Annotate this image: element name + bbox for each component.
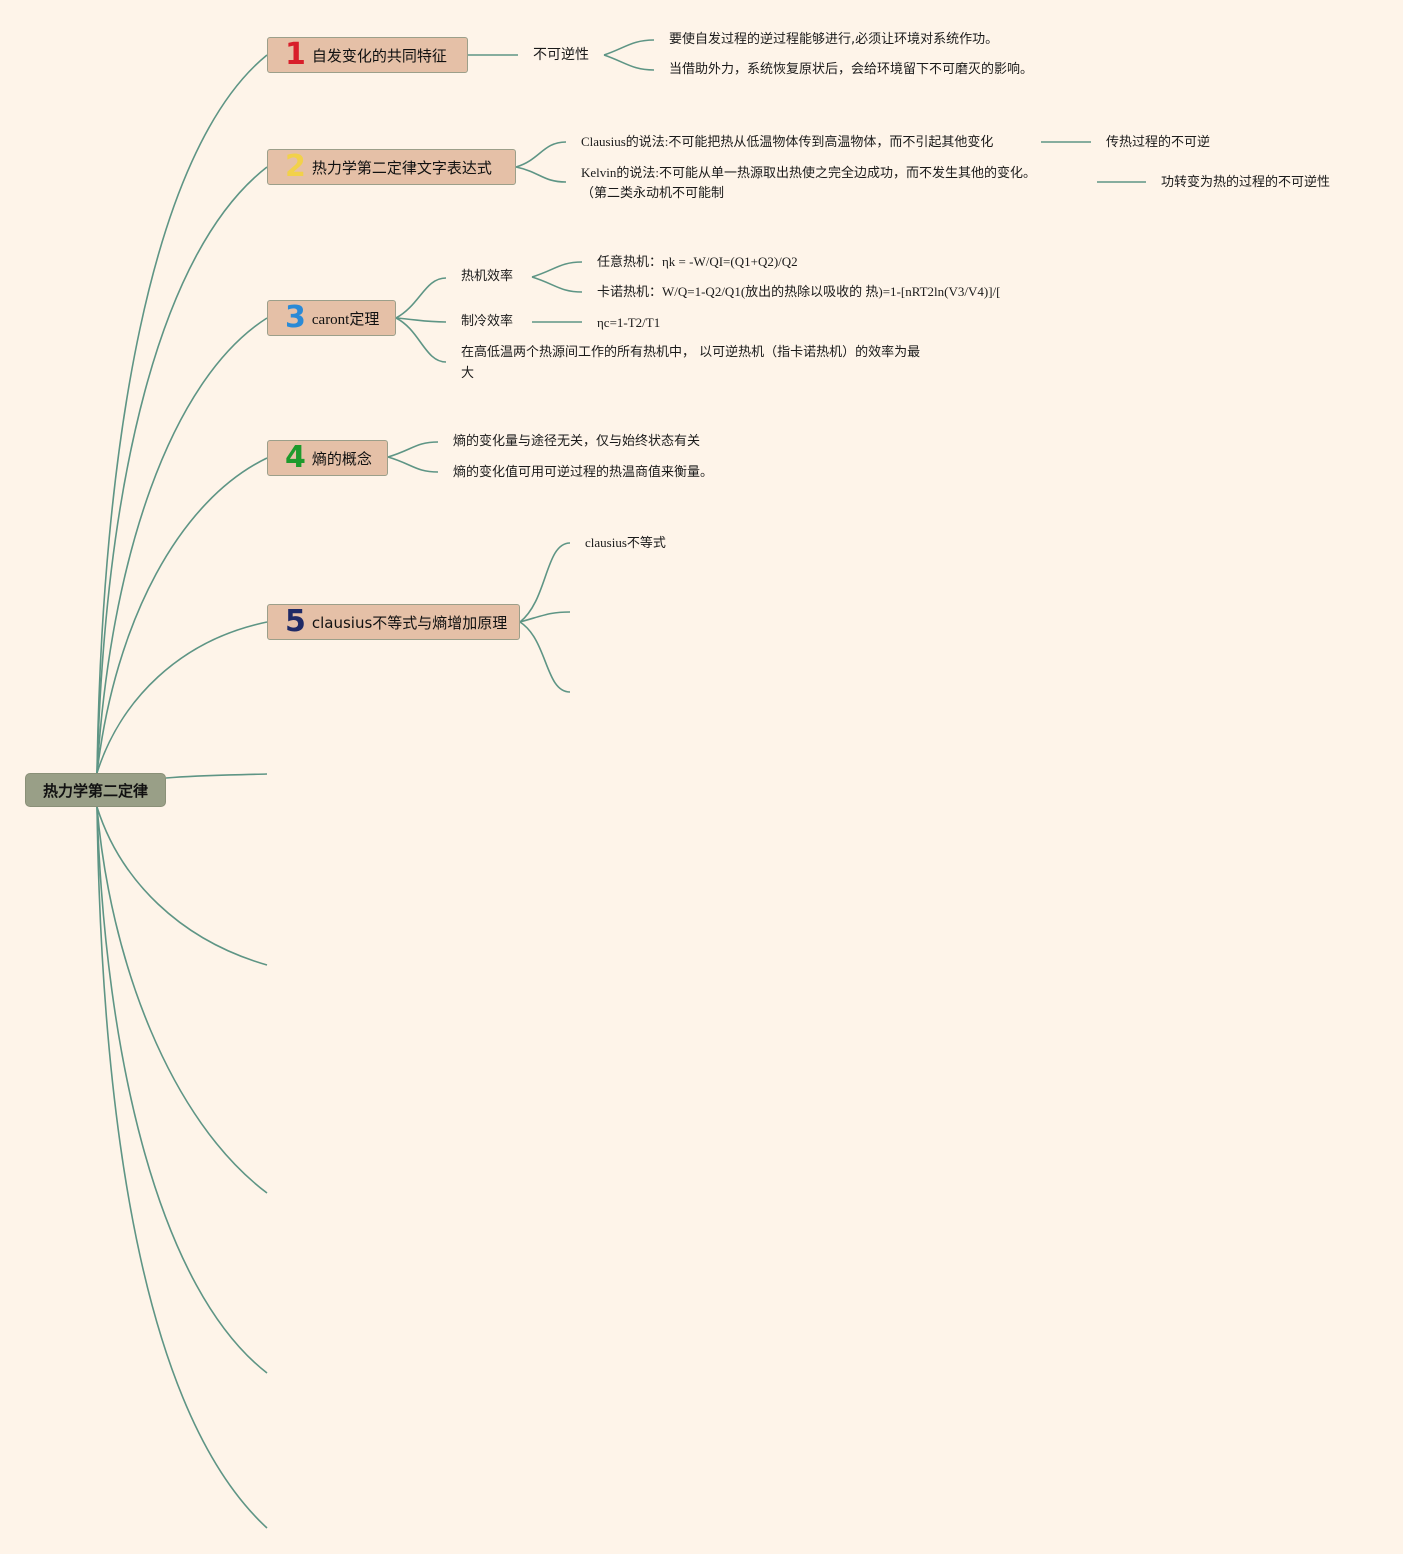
connector-t4-leaf-1 [387, 441, 439, 458]
connector-t3-child-2 [395, 317, 447, 323]
topic-5-label: clausius不等式与熵增加原理 [311, 613, 508, 632]
t1-leaf-1[interactable]: 要使自发过程的逆过程能够进行,必须让环境对系统作功。 [669, 32, 999, 47]
topic-3[interactable]: 3 caront定理 [267, 300, 396, 336]
topic-2-label: 热力学第二定律文字表达式 [311, 158, 492, 177]
t3-refrigeration-efficiency[interactable]: 制冷效率 [461, 314, 514, 329]
connector-root-topic-4 [96, 457, 268, 774]
connector-root-empty-9 [96, 806, 268, 1374]
t3-carnot-theorem-line2: 大 [461, 366, 475, 381]
connector-t3-child-1 [395, 277, 447, 319]
t2-heat-transfer-irreversible[interactable]: 传热过程的不可逆 [1106, 134, 1211, 149]
connector-t5-leaf-3 [519, 621, 571, 693]
t2-kelvin-statement-line1[interactable]: Kelvin的说法:不可能从单一热源取出热使之完全边成功，而不发生其他的变化。 [581, 165, 1036, 180]
number-3-icon: 3 [285, 300, 306, 335]
connector-root-topic-2 [96, 166, 268, 774]
topic-3-label: caront定理 [311, 311, 380, 328]
connector-root-topic-1 [96, 54, 268, 774]
t3-any-engine-formula[interactable]: 任意热机：ηk = -W/QI=(Q1+Q2)/Q2 [597, 254, 798, 269]
t4-leaf-2[interactable]: 熵的变化值可用可逆过程的热温商值来衡量。 [453, 465, 714, 480]
topic-1-label: 自发变化的共同特征 [311, 46, 447, 65]
connector-t3-leaf-1 [531, 261, 583, 278]
connector-root-topic-5 [96, 621, 268, 774]
t3-refrigeration-formula[interactable]: ηc=1-T2/T1 [597, 315, 661, 330]
topic-5[interactable]: 5 clausius不等式与熵增加原理 [267, 604, 520, 640]
topic-4-label: 熵的概念 [311, 449, 372, 468]
connector-t3-child-3 [395, 317, 447, 363]
t3-carnot-engine-formula[interactable]: 卡诺热机：W/Q=1-Q2/Q1(放出的热除以吸收的 热)=1-[nRT2ln(… [597, 284, 1001, 299]
number-5-icon: 5 [285, 604, 306, 639]
t3-engine-efficiency[interactable]: 热机效率 [461, 269, 514, 284]
root-topic[interactable]: 热力学第二定律 [25, 773, 166, 807]
connector-root-empty-10 [96, 806, 268, 1529]
t1-child-irreversibility[interactable]: 不可逆性 [533, 47, 589, 63]
number-4-icon: 4 [285, 440, 306, 475]
connector-t5-leaf-1 [519, 542, 571, 623]
topic-4[interactable]: 4 熵的概念 [267, 440, 388, 476]
number-2-icon: 2 [285, 149, 306, 184]
connector-root-empty-7 [96, 806, 268, 966]
t3-carnot-theorem-line1[interactable]: 在高低温两个热源间工作的所有热机中， 以可逆热机（指卡诺热机）的效率为最 [461, 345, 921, 360]
connector-t3-leaf-2 [531, 276, 583, 293]
t4-leaf-1[interactable]: 熵的变化量与途径无关，仅与始终状态有关 [453, 434, 701, 449]
topic-1[interactable]: 1 自发变化的共同特征 [267, 37, 468, 73]
t2-work-to-heat-irreversible[interactable]: 功转变为热的过程的不可逆性 [1161, 174, 1331, 189]
connector-t1-leaf-1 [603, 39, 655, 56]
connector-root-topic-3 [96, 317, 268, 774]
connector-t2-child-2 [515, 166, 567, 183]
topic-2[interactable]: 2 热力学第二定律文字表达式 [267, 149, 516, 185]
connector-t5-leaf-2 [519, 611, 571, 623]
connector-t2-child-1 [515, 141, 567, 168]
connector-t1-leaf-2 [603, 54, 655, 71]
root-label: 热力学第二定律 [42, 781, 148, 800]
t2-kelvin-statement-line2: （第二类永动机不可能制 [581, 185, 725, 200]
t1-leaf-2[interactable]: 当借助外力，系统恢复原状后，会给环境留下不可磨灭的影响。 [669, 62, 1034, 77]
number-1-icon: 1 [285, 37, 306, 72]
connector-root-empty-6 [165, 773, 268, 779]
t5-leaf-clausius-inequality[interactable]: clausius不等式 [585, 535, 666, 550]
connector-root-empty-8 [96, 806, 268, 1194]
t2-clausius-statement[interactable]: Clausius的说法:不可能把热从低温物体传到高温物体，而不引起其他变化 [581, 134, 994, 149]
connector-t4-leaf-2 [387, 456, 439, 473]
